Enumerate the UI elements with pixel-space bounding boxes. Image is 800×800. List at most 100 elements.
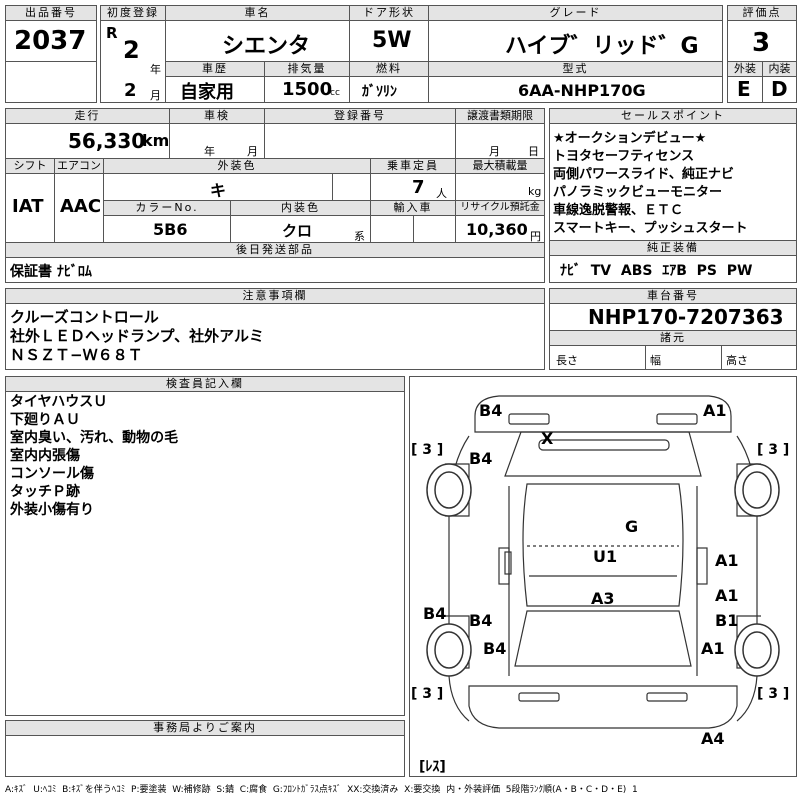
tire-front-left: [ 3 ]	[411, 442, 443, 458]
equipment-label: 純正装備	[549, 240, 797, 256]
note-line: 社外ＬＥＤヘッドランプ、社外アルミ	[10, 327, 264, 345]
damage-b4-front-left: B4	[479, 401, 502, 420]
car-name-label: 車名	[165, 5, 350, 21]
dims-label: 諸元	[549, 330, 797, 346]
ac: AAC	[60, 196, 102, 217]
office-label: 事務局よりご案内	[5, 720, 405, 736]
inspector-line: 室内内張傷	[10, 448, 80, 464]
damage-a1-right-2: A1	[715, 586, 739, 605]
insp-year-unit: 年	[204, 145, 215, 158]
ext-color: キ	[210, 181, 227, 200]
max-load-box	[455, 173, 545, 201]
grade-label: グレード	[428, 5, 723, 21]
recycle: 10,360	[466, 220, 528, 239]
color-no-label: カラーNo.	[103, 200, 231, 216]
inspector-line: タッチＰ跡	[10, 484, 80, 500]
capacity-label: 乗車定員	[370, 158, 456, 174]
tire-front-right: [ 3 ]	[757, 442, 789, 458]
damage-b1-right: B1	[715, 611, 738, 630]
chassis-no: NHP170-7207363	[588, 305, 784, 329]
transfer-month-unit: 月	[489, 145, 500, 158]
sales-point: 両側パワースライド、純正ナビ	[553, 167, 734, 182]
reg-year: 2	[123, 36, 140, 64]
color-no: 5B6	[153, 220, 188, 239]
km-unit: km	[142, 131, 170, 150]
notes-list: クルーズコントロール 社外ＬＥＤヘッドランプ、社外アルミ ＮＳＺＴ−Ｗ６８Ｔ	[10, 308, 264, 365]
first-reg-box	[100, 20, 166, 103]
fuel-label: 燃料	[349, 61, 429, 77]
damage-a4-rear: A4	[701, 729, 725, 748]
lot-no-box	[5, 20, 97, 62]
width-box	[645, 345, 722, 370]
sales-point: 車線逸脱警報、ＥＴＣ	[553, 203, 684, 218]
damage-a1-right-rear: A1	[701, 639, 725, 658]
inspector-line: タイヤハウスＵ	[10, 394, 108, 410]
notes-label: 注意事項欄	[5, 288, 545, 304]
max-load-label: 最大積載量	[455, 158, 545, 174]
damage-g-roof: G	[625, 517, 638, 536]
car-name: シエンタ	[222, 34, 311, 59]
ac-label: エアコン	[54, 158, 104, 174]
interior-box	[762, 76, 797, 103]
damage-x-windshield: X	[541, 429, 554, 448]
capacity-unit: 人	[436, 187, 447, 200]
office-box	[5, 735, 405, 777]
inspector-label: 検査員記入欄	[5, 376, 405, 392]
note-line: クルーズコントロール	[10, 308, 159, 326]
inspector-line: 外装小傷有り	[10, 502, 94, 518]
damage-b4-left-rear: B4	[423, 604, 446, 623]
length-box	[549, 345, 646, 370]
door: 5W	[372, 28, 412, 53]
note-line: ＮＳＺＴ−Ｗ６８Ｔ	[10, 346, 143, 364]
exterior-grade: E	[737, 77, 751, 101]
displacement: 1500	[282, 79, 333, 100]
sales-point: スマートキー、プッシュスタート	[553, 221, 748, 236]
shift-box	[5, 173, 55, 243]
score-label: 評価点	[727, 5, 797, 21]
cc-unit: cc	[330, 88, 340, 98]
mileage: 56,330	[68, 129, 146, 153]
height-box	[721, 345, 797, 370]
later-items: 保証書 ﾅﾋﾞﾛﾑ	[10, 264, 92, 280]
transfer-box	[455, 123, 545, 159]
damage-a1-right-1: A1	[715, 551, 739, 570]
damage-a1-front-right: A1	[703, 401, 727, 420]
chassis-label: 車台番号	[549, 288, 797, 304]
length-label: 長さ	[556, 354, 578, 367]
lot-no-lower	[5, 61, 97, 103]
inspector-line: コンソール傷	[10, 466, 94, 482]
ext-color-label: 外装色	[103, 158, 371, 174]
model-label: 型式	[428, 61, 723, 77]
capacity: 7	[412, 177, 425, 198]
tire-rear-right: [ 3 ]	[757, 686, 789, 702]
sales-points-box	[549, 123, 797, 241]
insp-month-unit: 月	[247, 145, 258, 158]
mileage-box	[5, 123, 170, 159]
equipment-box	[549, 255, 797, 283]
grade: ハイブ゛リッド゛G	[505, 34, 699, 59]
damage-b4-left-front: B4	[469, 449, 492, 468]
later-items-label: 後日発送部品	[5, 242, 545, 258]
width-label: 幅	[650, 354, 661, 367]
sales-point: ★オークションデビュー★	[553, 131, 707, 146]
lot-no: 2037	[14, 26, 87, 56]
shift-label: シフト	[5, 158, 55, 174]
import-box	[370, 215, 414, 243]
damage-a3-roof: A3	[591, 589, 615, 608]
sales-point: トヨタセーフティセンス	[553, 149, 695, 164]
notes-box	[5, 303, 545, 370]
score-box	[727, 20, 797, 62]
fuel: ｶﾞｿﾘﾝ	[362, 84, 397, 100]
transfer-label: 譲渡書類期限	[455, 108, 545, 124]
exterior-label: 外装	[727, 61, 763, 77]
int-color: クロ	[282, 222, 313, 240]
height-label: 高さ	[726, 354, 748, 367]
equipment: ﾅﾋﾞ TV ABS ｴｱB PS PW	[560, 263, 753, 279]
damage-b4-left-door: B4	[483, 639, 506, 658]
displacement-box	[264, 76, 350, 103]
era: R	[106, 24, 118, 42]
sales-point: パノラミックビューモニター	[553, 185, 723, 200]
mileage-label: 走行	[5, 108, 170, 124]
tire-rear-left: [ 3 ]	[411, 686, 443, 702]
reg-no-box	[264, 123, 456, 159]
